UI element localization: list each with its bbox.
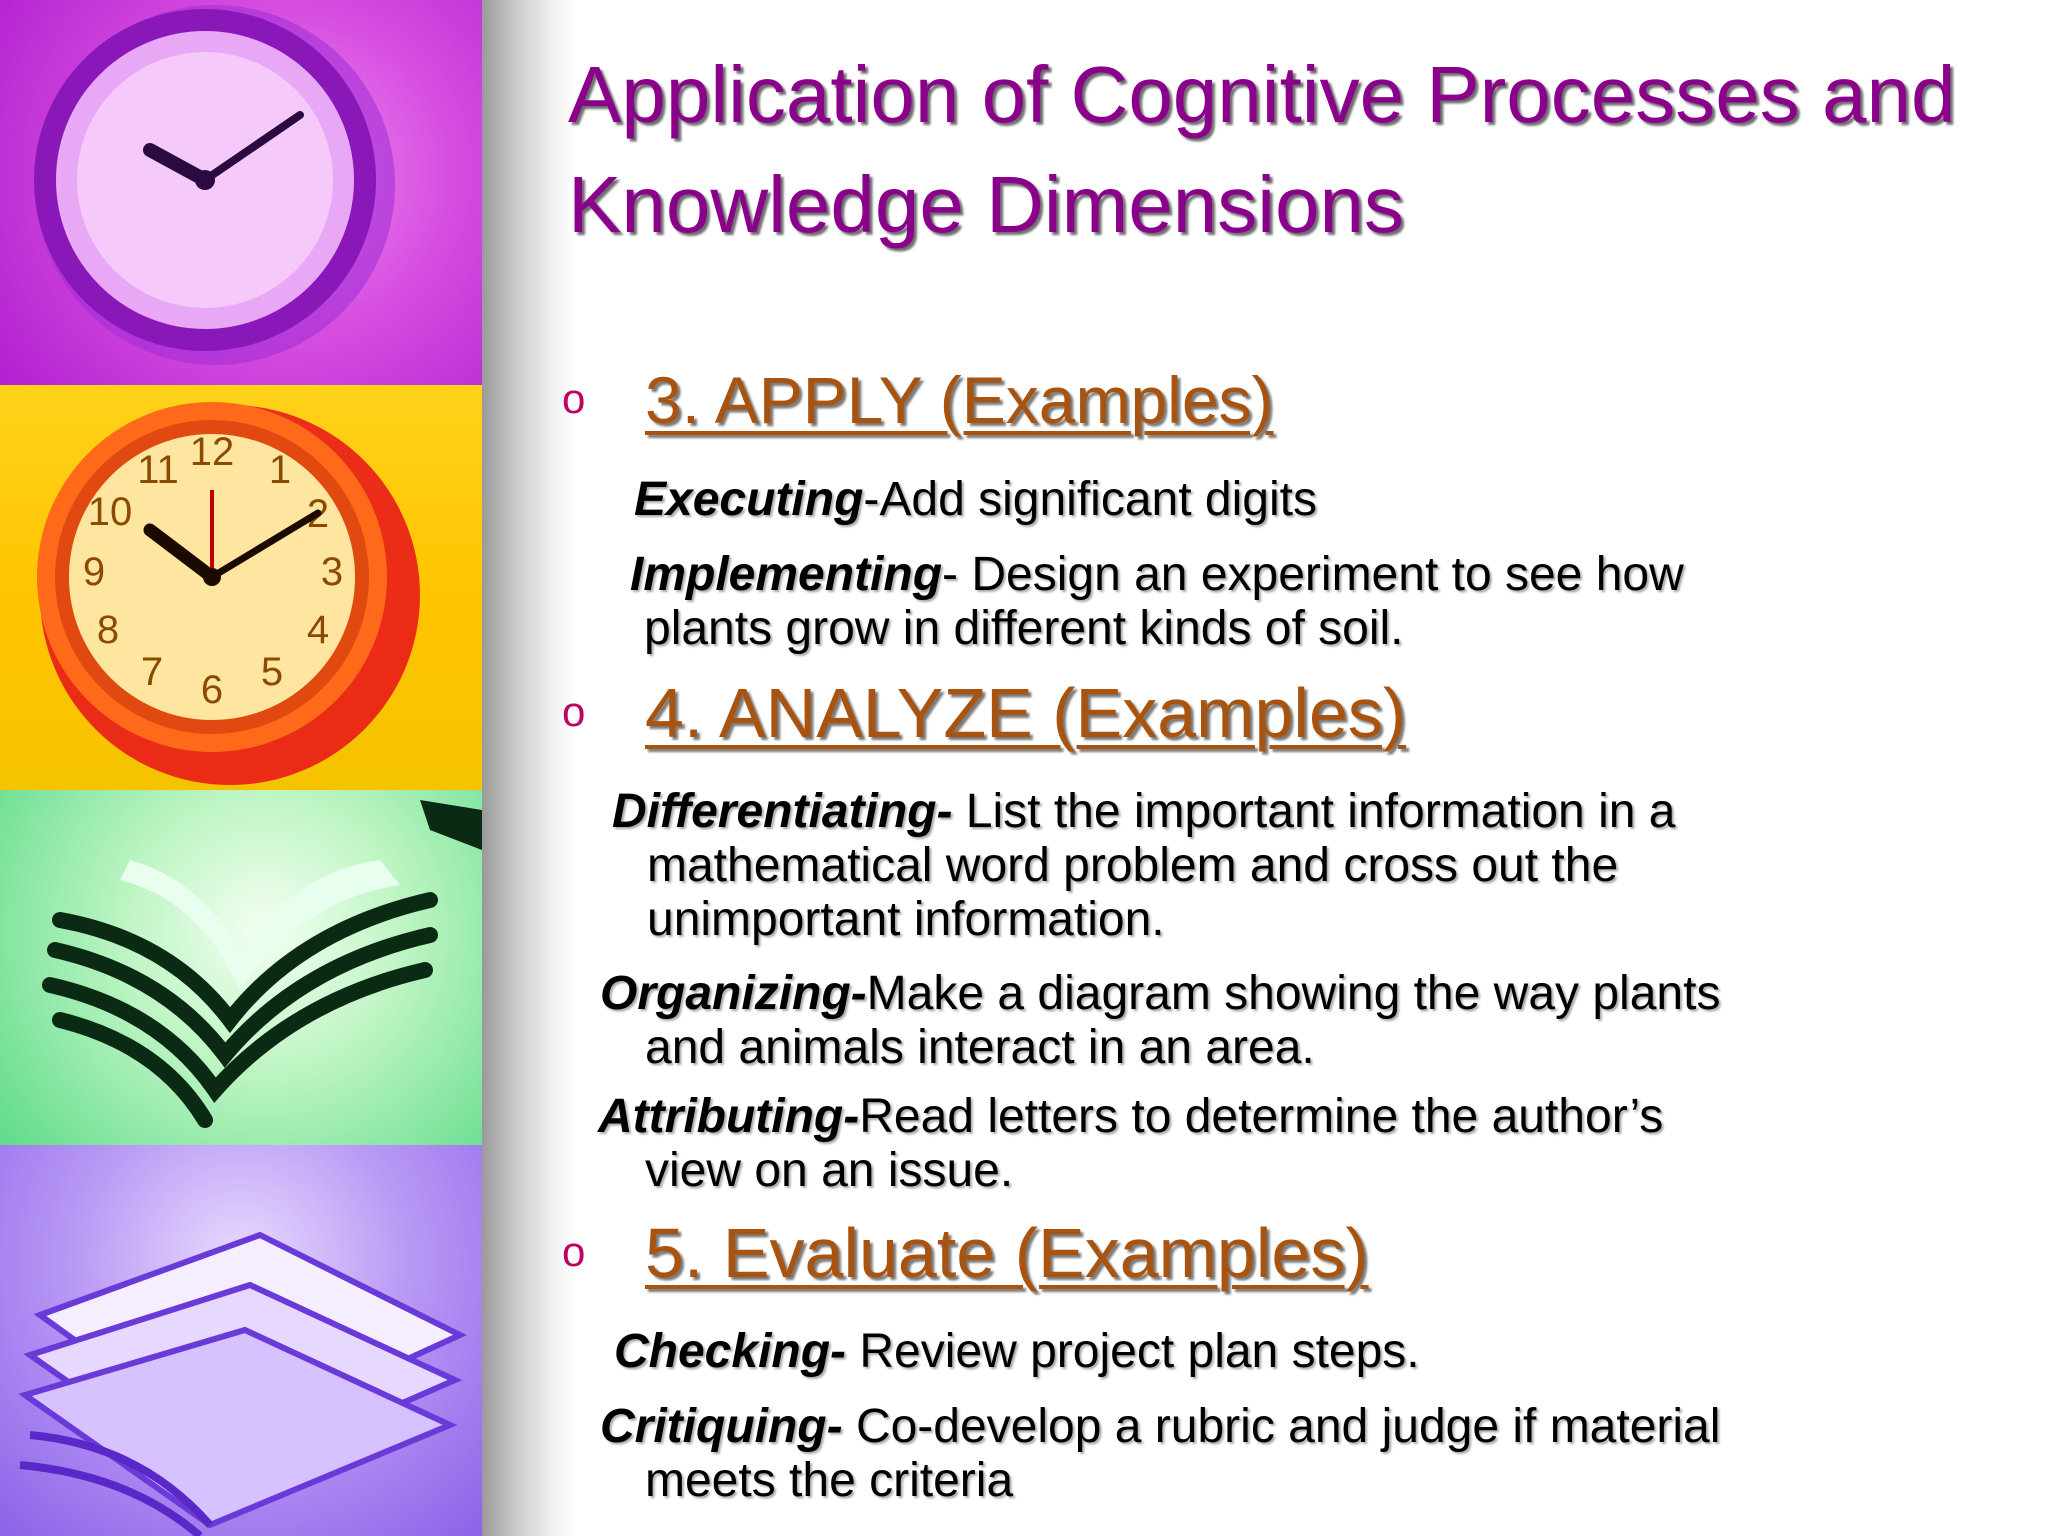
- item-text: Read letters to determine the author’s: [859, 1090, 1664, 1143]
- purple-clock-image: [0, 0, 482, 385]
- apply-item-implementing: Implementing- Design an experiment to se…: [630, 548, 2010, 656]
- item-text: - Design an experiment to see how: [942, 548, 1684, 601]
- analyze-item-organizing: Organizing-Make a diagram showing the wa…: [600, 967, 1980, 1075]
- svg-text:3: 3: [321, 550, 343, 594]
- evaluate-item-checking: Checking- Review project plan steps.: [614, 1325, 1994, 1379]
- item-continuation: plants grow in different kinds of soil.: [644, 602, 1404, 655]
- apply-item-executing: Executing-Add significant digits: [634, 473, 2014, 527]
- item-text: Co-develop a rubric and judge if materia…: [842, 1400, 1721, 1453]
- svg-text:4: 4: [307, 608, 329, 652]
- item-continuation: unimportant information.: [647, 893, 1165, 946]
- purple-papers-image: [0, 1145, 482, 1536]
- item-term: Checking-: [614, 1325, 847, 1378]
- svg-text:12: 12: [190, 430, 235, 474]
- section-heading-evaluate: 5. Evaluate (Examples): [645, 1214, 1369, 1292]
- item-text: List the important information in a: [952, 785, 1676, 838]
- section-heading-apply: 3. APPLY (Examples): [645, 363, 1274, 437]
- item-continuation: and animals interact in an area.: [645, 1021, 1315, 1074]
- svg-text:5: 5: [261, 650, 283, 694]
- strip-fade-divider: [482, 0, 577, 1536]
- item-term: Differentiating-: [612, 785, 953, 838]
- bullet-icon: o: [562, 1228, 586, 1275]
- item-continuation: mathematical word problem and cross out …: [647, 839, 1619, 892]
- item-text: Make a diagram showing the way plants: [866, 967, 1721, 1020]
- item-term: Organizing-: [600, 967, 867, 1020]
- item-text: Review project plan steps.: [846, 1325, 1420, 1378]
- bullet-icon: o: [562, 688, 586, 735]
- analyze-item-differentiating: Differentiating- List the important info…: [612, 785, 1992, 947]
- section-heading-analyze: 4. ANALYZE (Examples): [645, 674, 1407, 752]
- svg-text:8: 8: [97, 608, 119, 652]
- slide-title: Application of Cognitive Processes and K…: [568, 50, 1956, 249]
- svg-text:9: 9: [83, 550, 105, 594]
- svg-text:7: 7: [141, 650, 163, 694]
- evaluate-item-critiquing: Critiquing- Co-develop a rubric and judg…: [600, 1400, 1980, 1508]
- item-term: Implementing: [630, 548, 943, 601]
- analyze-item-attributing: Attributing-Read letters to determine th…: [598, 1090, 1978, 1198]
- item-term: Attributing-: [598, 1090, 860, 1143]
- svg-text:11: 11: [137, 448, 179, 492]
- item-term: Critiquing-: [600, 1400, 843, 1453]
- item-text: -Add significant digits: [863, 473, 1317, 526]
- svg-text:1: 1: [269, 448, 291, 492]
- item-continuation: meets the criteria: [645, 1454, 1014, 1507]
- svg-text:6: 6: [201, 668, 223, 712]
- item-term: Executing: [634, 473, 864, 526]
- green-books-image: [0, 790, 482, 1145]
- svg-text:10: 10: [88, 490, 133, 534]
- item-continuation: view on an issue.: [645, 1144, 1014, 1197]
- bullet-icon: o: [562, 375, 586, 422]
